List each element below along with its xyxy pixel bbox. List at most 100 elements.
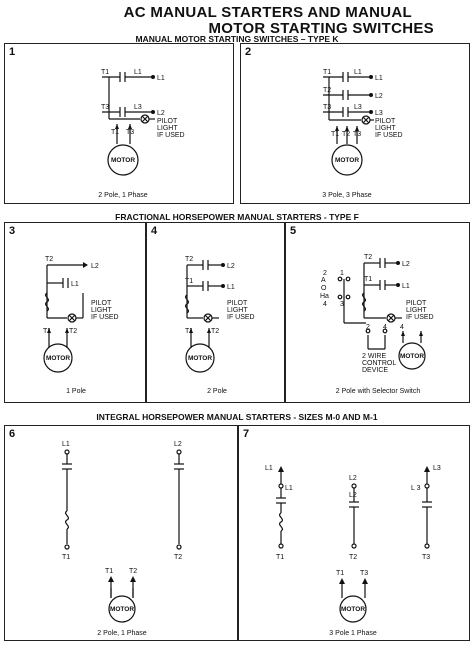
label-selector-1: 1 bbox=[340, 270, 344, 277]
label-l2: L2 bbox=[91, 263, 99, 270]
label-t1: T1 bbox=[101, 69, 109, 76]
label-if-used: IF USED bbox=[375, 132, 403, 139]
label-l3-end: L3 bbox=[375, 110, 383, 117]
panel-6-diagram: L1 L2 T1 T2 T1 T2 MOTOR 2 Pole, 1 Phase bbox=[62, 441, 184, 637]
panel-3: 3 T2 L2 L1 PILOT LIGHT IF USED T1 T2 MOT… bbox=[4, 222, 146, 403]
label-l1: L1 bbox=[71, 281, 79, 288]
panel-6: 6 L1 L2 T1 T2 T1 T2 MOTOR 2 Pole, 1 Phas… bbox=[4, 425, 238, 641]
motor-label: MOTOR bbox=[110, 606, 134, 613]
label-bottom-t1: T1 bbox=[185, 328, 193, 335]
label-t3: T3 bbox=[101, 104, 109, 111]
label-light: LIGHT bbox=[406, 307, 427, 314]
label-t1: T1 bbox=[364, 276, 372, 283]
label-t2: T2 bbox=[349, 554, 357, 561]
panel-caption: 2 Pole bbox=[207, 388, 227, 395]
label-t2: T2 bbox=[174, 554, 182, 561]
label-t1: T1 bbox=[276, 554, 284, 561]
label-l3: L3 bbox=[134, 104, 142, 111]
label-wire-1: 2 WIRE bbox=[362, 353, 386, 360]
label-bottom-t3: T3 bbox=[126, 129, 134, 136]
page-title-line-2: MOTOR STARTING SWITCHES bbox=[208, 20, 434, 37]
label-l2-top: L2 bbox=[349, 475, 357, 482]
label-l1-contact: L1 bbox=[285, 485, 293, 492]
label-pilot: PILOT bbox=[406, 300, 427, 307]
label-l1-top: L1 bbox=[265, 465, 273, 472]
panel-3-diagram: T2 L2 L1 PILOT LIGHT IF USED T1 T2 MOTOR… bbox=[43, 256, 119, 395]
panel-number: 5 bbox=[290, 225, 297, 237]
label-wire-2: CONTROL bbox=[362, 360, 396, 367]
motor-label: MOTOR bbox=[46, 355, 70, 362]
panel-number: 7 bbox=[243, 428, 250, 440]
label-l2: L2 bbox=[174, 441, 182, 448]
label-l3-contact: L 3 bbox=[411, 485, 421, 492]
panel-caption: 2 Pole with Selector Switch bbox=[336, 388, 421, 395]
label-light: LIGHT bbox=[157, 125, 178, 132]
panel-caption: 3 Pole, 3 Phase bbox=[322, 192, 372, 199]
label-t1: T1 bbox=[62, 554, 70, 561]
label-selector-4: 4 bbox=[323, 301, 327, 308]
label-selector-a: A bbox=[321, 277, 326, 284]
panel-2: 2 T1 L1 L1 T2 L2 T3 L3 L3 PILOT LIGHT IF… bbox=[240, 43, 470, 204]
label-selector-2: 2 bbox=[323, 270, 327, 277]
label-selector-o: O bbox=[321, 285, 327, 292]
label-l2-arrow: L3 bbox=[433, 465, 441, 472]
label-bottom-t1: T1 bbox=[111, 129, 119, 136]
motor-label: MOTOR bbox=[341, 606, 365, 613]
label-l3: L3 bbox=[354, 104, 362, 111]
label-l1-end: L1 bbox=[375, 75, 383, 82]
label-bottom-t1: T1 bbox=[43, 328, 51, 335]
panel-1: 1 T1 L1 L1 T3 L3 L2 PILOT LIGHT IF USED … bbox=[4, 43, 234, 204]
label-l2: L2 bbox=[227, 263, 235, 270]
label-l1: L1 bbox=[354, 69, 362, 76]
panel-7-diagram: L1 L1 L2 L2 L3 L 3 T1 T2 T3 T1 T3 MOTOR … bbox=[265, 465, 441, 637]
motor-label: MOTOR bbox=[188, 355, 212, 362]
label-bottom-t2: T2 bbox=[342, 131, 350, 138]
label-bottom-t3: T3 bbox=[353, 131, 361, 138]
label-light: LIGHT bbox=[375, 125, 396, 132]
label-control-4: 4 bbox=[383, 324, 387, 331]
label-t1: T1 bbox=[323, 69, 331, 76]
label-l1: L1 bbox=[402, 283, 410, 290]
section-title-m0-m1: INTEGRAL HORSEPOWER MANUAL STARTERS - SI… bbox=[96, 412, 378, 422]
label-bottom-t3: T3 bbox=[360, 570, 368, 577]
label-t2: T2 bbox=[323, 87, 331, 94]
panel-5-diagram: T2 L2 T1 L1 2 1 A O Ha 4 3 PILOT LIGHT I… bbox=[320, 254, 434, 395]
label-pilot: PILOT bbox=[157, 118, 178, 125]
panel-2-diagram: T1 L1 L1 T2 L2 T3 L3 L3 PILOT LIGHT IF U… bbox=[322, 69, 403, 199]
label-bottom-t1: T1 bbox=[105, 568, 113, 575]
label-t2: T2 bbox=[45, 256, 53, 263]
label-l1: L1 bbox=[227, 284, 235, 291]
panel-number: 2 bbox=[245, 46, 252, 58]
label-l1-end: L1 bbox=[157, 75, 165, 82]
label-t2: T2 bbox=[185, 256, 193, 263]
label-bottom-t2: T2 bbox=[129, 568, 137, 575]
panel-number: 6 bbox=[9, 428, 16, 440]
panel-caption: 2 Pole, 1 Phase bbox=[97, 630, 147, 637]
label-t3: T3 bbox=[422, 554, 430, 561]
label-selector-3: 3 bbox=[340, 301, 344, 308]
panel-caption: 1 Pole bbox=[66, 388, 86, 395]
label-if-used: IF USED bbox=[227, 314, 255, 321]
panel-1-diagram: T1 L1 L1 T3 L3 L2 PILOT LIGHT IF USED T1… bbox=[98, 69, 185, 199]
label-motor-4: 4 bbox=[400, 324, 404, 331]
label-pilot: PILOT bbox=[91, 300, 112, 307]
label-selector-ha: Ha bbox=[320, 293, 329, 300]
panel-caption: 2 Pole, 1 Phase bbox=[98, 192, 148, 199]
label-if-used: IF USED bbox=[157, 132, 185, 139]
label-if-used: IF USED bbox=[406, 314, 434, 321]
label-t2: T2 bbox=[364, 254, 372, 261]
label-l1: L1 bbox=[62, 441, 70, 448]
label-l1: L1 bbox=[134, 69, 142, 76]
label-l2-contact: L2 bbox=[349, 492, 357, 499]
section-title-type-k: MANUAL MOTOR STARTING SWITCHES – TYPE K bbox=[135, 34, 339, 44]
panel-number: 4 bbox=[151, 225, 158, 237]
label-t3: T3 bbox=[323, 104, 331, 111]
label-l2: L2 bbox=[157, 110, 165, 117]
panel-5: 5 T2 L2 T1 L1 2 1 A O Ha 4 3 PILOT LIGHT… bbox=[285, 222, 470, 403]
label-bottom-t2: T2 bbox=[211, 328, 219, 335]
panel-number: 3 bbox=[9, 225, 16, 237]
motor-label: MOTOR bbox=[400, 353, 424, 360]
label-if-used: IF USED bbox=[91, 314, 119, 321]
panel-7: 7 L1 L1 L2 L2 L3 L 3 T1 T2 T3 T1 bbox=[238, 425, 470, 641]
label-pilot: PILOT bbox=[375, 118, 396, 125]
